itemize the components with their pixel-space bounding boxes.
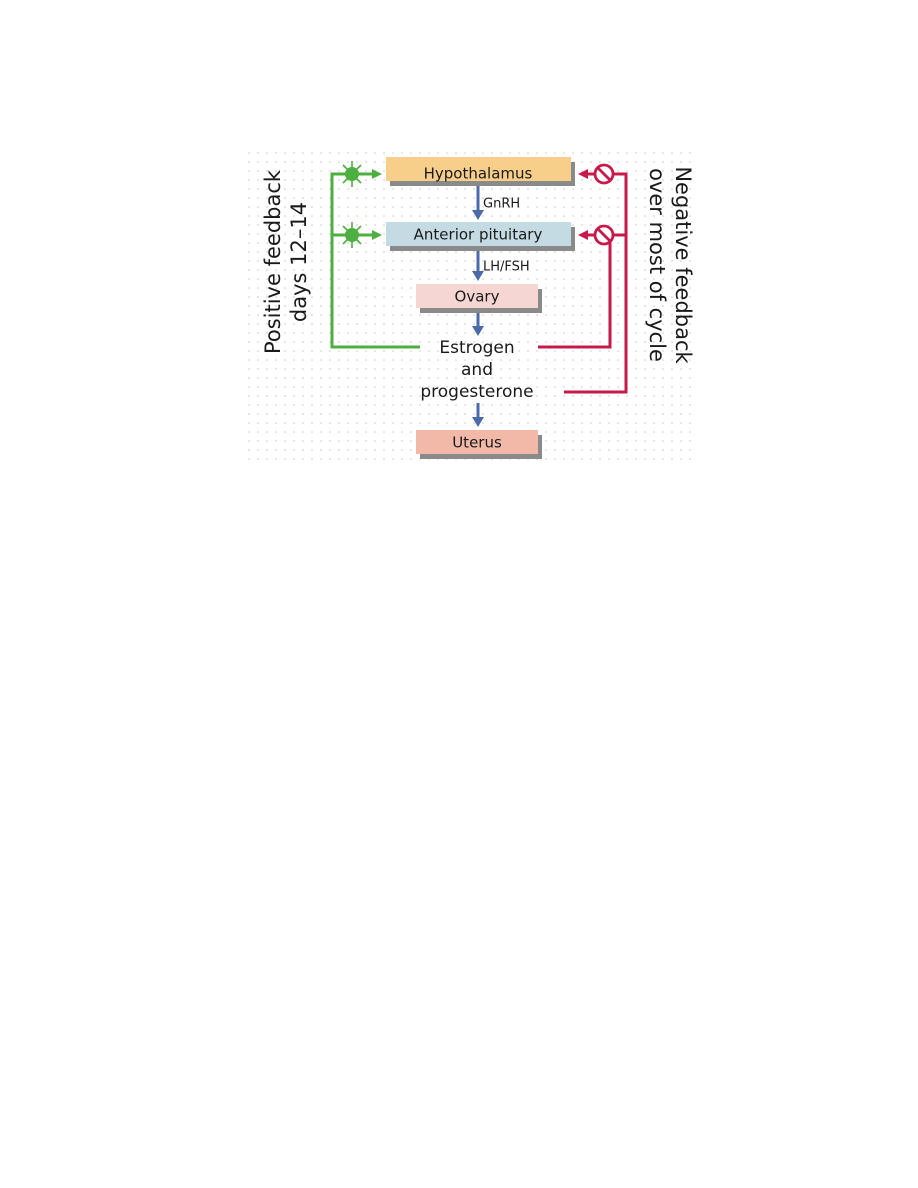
positive-feedback-label: Positive feedback days 12–14 bbox=[261, 169, 311, 354]
stimulation-starburst-icon bbox=[339, 222, 365, 248]
and-label: and bbox=[461, 360, 493, 380]
anterior-pituitary-label: Anterior pituitary bbox=[414, 226, 543, 244]
ovary-label: Ovary bbox=[455, 288, 500, 306]
ovary-box: Ovary bbox=[416, 284, 542, 313]
hormone-feedback-diagram: Hypothalamus Anterior pituitary Ovary Ut… bbox=[248, 152, 698, 462]
progesterone-label: progesterone bbox=[420, 382, 533, 402]
flow-arrows bbox=[472, 186, 484, 427]
negative-feedback-line1: Negative feedback bbox=[671, 166, 695, 364]
positive-feedback-line1: Positive feedback bbox=[261, 169, 285, 354]
arrow-pituitary-to-ovary-icon bbox=[472, 251, 484, 281]
arrow-hypothalamus-to-pituitary-icon bbox=[472, 186, 484, 220]
negative-feedback-label: Negative feedback over most of cycle bbox=[645, 166, 695, 364]
inhibition-no-symbol-icon bbox=[593, 224, 615, 246]
stimulation-starburst-icon bbox=[339, 161, 365, 187]
uterus-label: Uterus bbox=[452, 434, 502, 452]
inhibition-no-symbol-icon bbox=[593, 163, 615, 185]
lh-fsh-label: LH/FSH bbox=[483, 260, 530, 275]
positive-feedback-line2: days 12–14 bbox=[287, 202, 311, 322]
hypothalamus-box: Hypothalamus bbox=[386, 157, 575, 186]
uterus-box: Uterus bbox=[416, 430, 542, 459]
anterior-pituitary-box: Anterior pituitary bbox=[386, 222, 575, 251]
estrogen-label: Estrogen bbox=[439, 338, 514, 358]
negative-feedback-line2: over most of cycle bbox=[645, 168, 669, 362]
hypothalamus-label: Hypothalamus bbox=[424, 165, 533, 183]
arrow-ovary-to-estrogen-icon bbox=[472, 313, 484, 336]
gnrh-label: GnRH bbox=[483, 197, 520, 212]
negative-feedback-loop bbox=[538, 169, 628, 394]
arrow-progesterone-to-uterus-icon bbox=[472, 403, 484, 427]
estrogen-progesterone-node: Estrogen and progesterone bbox=[420, 338, 533, 402]
